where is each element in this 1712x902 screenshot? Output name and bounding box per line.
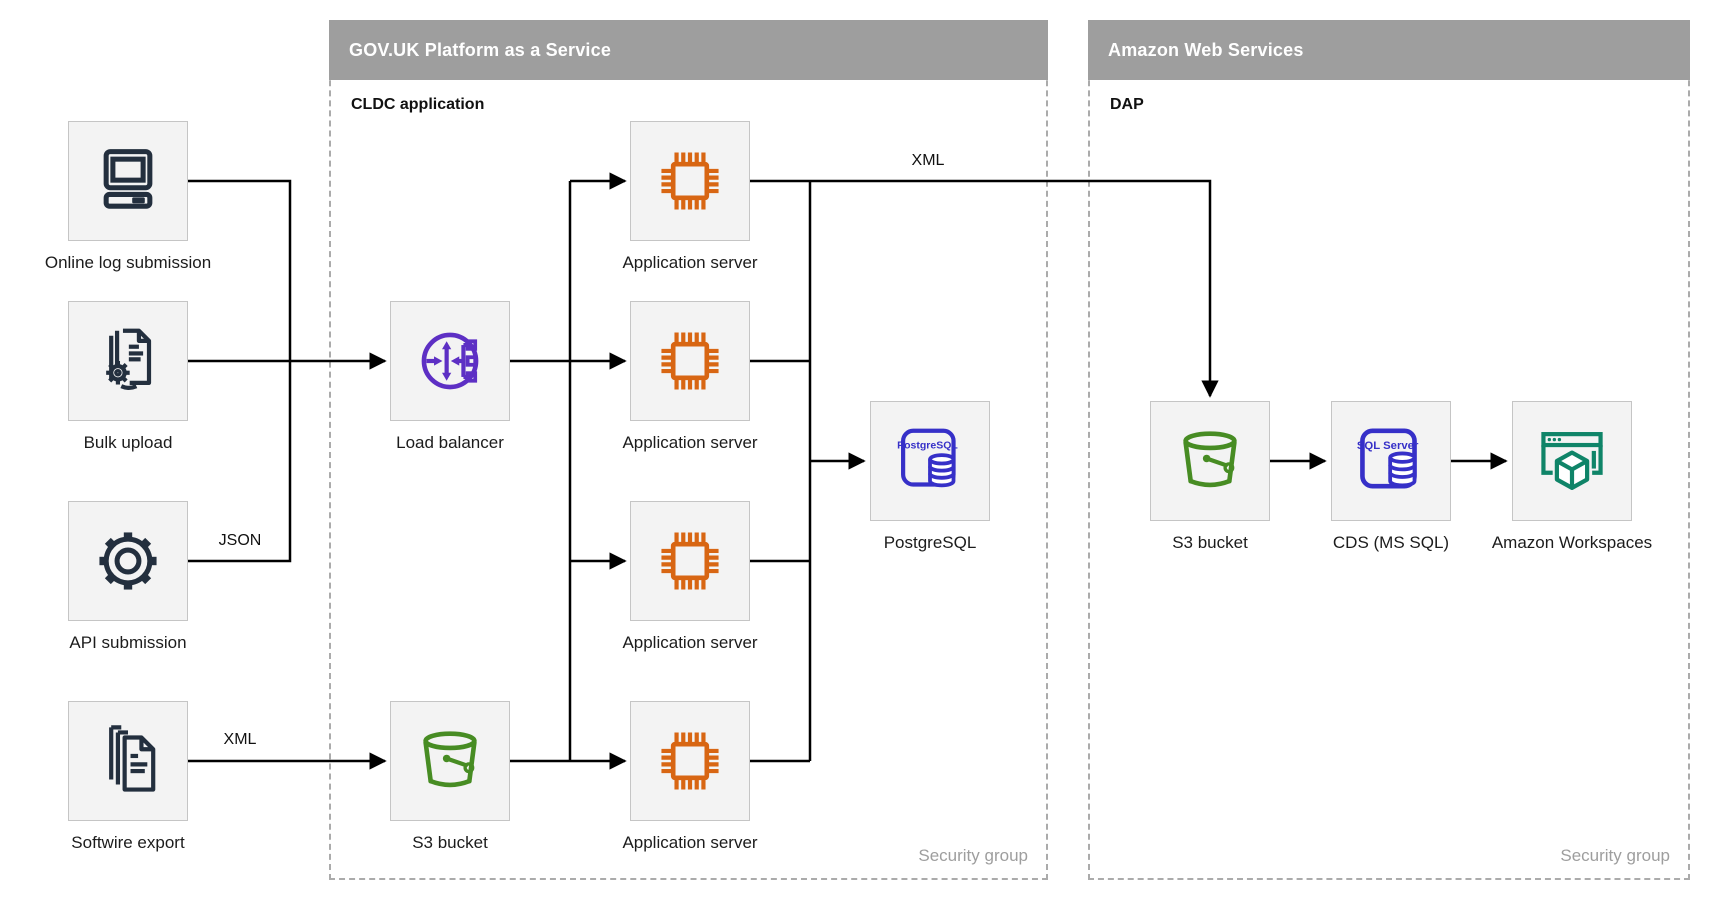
- node-label: Bulk upload: [83, 433, 173, 452]
- s3-bucket-icon: [1183, 431, 1237, 488]
- chip-icon: [661, 532, 719, 590]
- cldc-application-label: CLDC application: [351, 96, 485, 113]
- aws-security-group-label: Security group: [1560, 846, 1670, 865]
- node-bulk-upload: Bulk upload: [68, 301, 188, 452]
- load-balancer-icon: [421, 332, 479, 390]
- postgresql-database-icon: PostgreSQL: [897, 428, 958, 488]
- chip-icon: [661, 732, 719, 790]
- amazon-workspaces-icon: [1541, 432, 1603, 490]
- node-label: S3 bucket: [1172, 533, 1248, 552]
- node-label: Amazon Workspaces: [1491, 533, 1653, 552]
- documents-stack-icon: [109, 725, 156, 792]
- aws-header: Amazon Web Services: [1088, 20, 1690, 80]
- node-application-server-1: Application server: [622, 121, 758, 272]
- node-s3-bucket-govuk: S3 bucket: [390, 701, 510, 852]
- node-label: Application server: [622, 433, 758, 452]
- chip-icon: [661, 332, 719, 390]
- node-label: Online log submission: [44, 253, 212, 272]
- govuk-security-group-label: Security group: [918, 846, 1028, 865]
- node-label: Load balancer: [396, 433, 504, 452]
- node-softwire-export: Softwire export: [68, 701, 188, 852]
- edge-label-xml-left: XML: [223, 731, 257, 748]
- node-label: S3 bucket: [412, 833, 488, 852]
- node-label: PostgreSQL: [883, 533, 977, 552]
- node-online-log-submission: Online log submission: [45, 121, 211, 272]
- node-cds-ms-sql: SQL Server CDS (MS SQL): [1331, 401, 1451, 552]
- node-label: Application server: [622, 833, 758, 852]
- node-application-server-3: Application server: [622, 501, 758, 652]
- sql-server-database-icon: SQL Server: [1357, 428, 1419, 489]
- s3-bucket-icon: [423, 731, 477, 788]
- aws-container: Amazon Web Services DAP Security group: [1088, 20, 1690, 880]
- node-application-server-2: Application server: [622, 301, 758, 452]
- edge-label-xml-top: XML: [911, 152, 945, 169]
- svg-text:PostgreSQL: PostgreSQL: [897, 439, 958, 451]
- svg-text:SQL Server: SQL Server: [1357, 440, 1419, 452]
- node-load-balancer: Load balancer: [390, 301, 510, 452]
- desktop-computer-icon: [103, 149, 153, 209]
- node-api-submission: API submission: [68, 501, 188, 652]
- node-amazon-workspaces: Amazon Workspaces: [1492, 401, 1652, 552]
- gear-icon: [99, 532, 157, 590]
- edge-label-json: JSON: [218, 532, 262, 549]
- node-label: API submission: [69, 633, 187, 652]
- dap-label: DAP: [1110, 96, 1144, 113]
- node-application-server-4: Application server: [622, 701, 758, 852]
- node-label: Application server: [622, 633, 758, 652]
- node-s3-bucket-aws: S3 bucket: [1150, 401, 1270, 552]
- chip-icon: [661, 152, 719, 210]
- node-label: Softwire export: [71, 833, 185, 852]
- document-gear-icon: [106, 328, 152, 390]
- node-label: Application server: [622, 253, 758, 272]
- node-label: CDS (MS SQL): [1332, 533, 1450, 552]
- node-postgresql: PostgreSQL PostgreSQL: [870, 401, 990, 552]
- govuk-paas-container: GOV.UK Platform as a Service CLDC applic…: [329, 20, 1048, 880]
- govuk-paas-header: GOV.UK Platform as a Service: [329, 20, 1048, 80]
